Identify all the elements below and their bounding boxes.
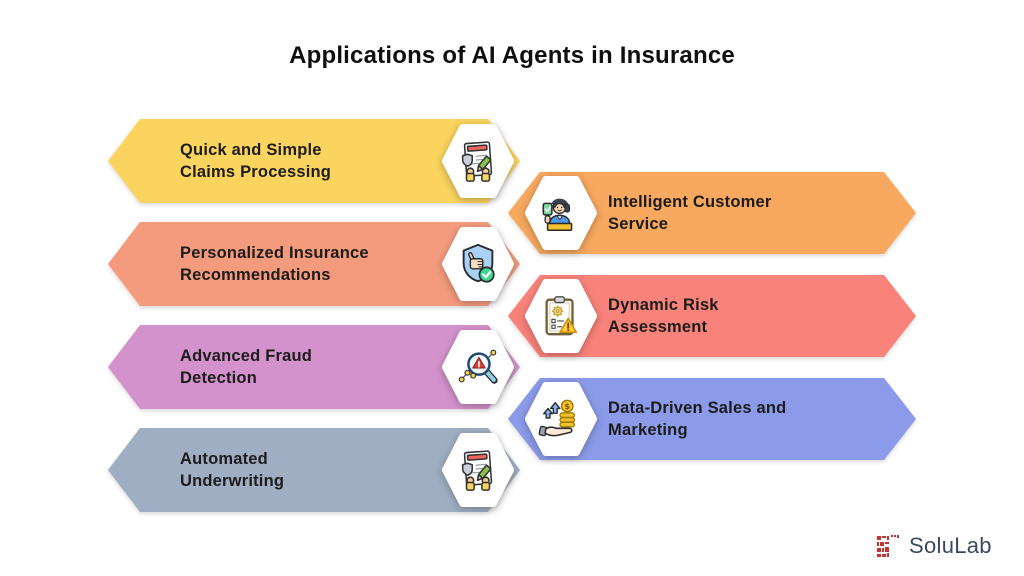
icon-hexagon bbox=[440, 121, 516, 201]
banner-fraud-detection: Advanced Fraud Detection bbox=[108, 325, 520, 409]
banner-personalized-recommendations: Personalized Insurance Recommendations bbox=[108, 222, 520, 306]
icon-hexagon bbox=[440, 430, 516, 510]
banner-label-line2: Detection bbox=[180, 369, 257, 387]
icon-hexagon bbox=[523, 173, 599, 253]
solulab-logo-text: SoluLab bbox=[909, 533, 992, 558]
underwriting-document-icon bbox=[461, 450, 493, 491]
banner-label: Personalized Insurance Recommendations bbox=[180, 242, 369, 286]
icon-hexagon bbox=[440, 327, 516, 407]
risk-clipboard-icon bbox=[545, 296, 578, 336]
fraud-magnifier-icon bbox=[458, 349, 498, 384]
banner-label-line2: Marketing bbox=[608, 421, 688, 439]
banner-label-line2: Recommendations bbox=[180, 266, 331, 284]
banner-label-line1: Automated bbox=[180, 450, 268, 468]
sales-coins-hand-icon: $ bbox=[538, 399, 576, 437]
banner-label-line1: Dynamic Risk bbox=[608, 296, 719, 314]
banner-label-line1: Intelligent Customer bbox=[608, 193, 772, 211]
banner-label-line2: Underwriting bbox=[180, 472, 285, 490]
support-agent-icon bbox=[542, 198, 573, 232]
banner-label: Quick and Simple Claims Processing bbox=[180, 139, 331, 183]
solulab-logo: SoluLab bbox=[876, 533, 992, 559]
banner-label: Data-Driven Sales and Marketing bbox=[608, 397, 786, 441]
banner-label-line2: Assessment bbox=[608, 318, 708, 336]
banner-label-line2: Claims Processing bbox=[180, 163, 332, 181]
banner-label-line2: Service bbox=[608, 215, 669, 233]
banner-automated-underwriting: Automated Underwriting bbox=[108, 428, 520, 512]
shield-thumbs-up-icon bbox=[462, 243, 495, 283]
banner-label: Intelligent Customer Service bbox=[608, 191, 772, 235]
banner-claims-processing: Quick and Simple Claims Processing bbox=[108, 119, 520, 203]
banner-label: Advanced Fraud Detection bbox=[180, 345, 312, 389]
banner-label-line1: Quick and Simple bbox=[180, 141, 322, 159]
icon-hexagon bbox=[440, 224, 516, 304]
claims-document-icon bbox=[461, 141, 493, 182]
solulab-logo-mark-icon bbox=[877, 535, 899, 557]
banner-label-line1: Personalized Insurance bbox=[180, 244, 369, 262]
banner-label-line1: Data-Driven Sales and bbox=[608, 399, 787, 417]
banner-risk-assessment: Dynamic Risk Assessment bbox=[508, 275, 916, 357]
banner-label-line1: Advanced Fraud bbox=[180, 347, 313, 365]
page-title: Applications of AI Agents in Insurance bbox=[289, 42, 735, 69]
banner-sales-marketing: Data-Driven Sales and Marketing $ bbox=[508, 378, 916, 460]
banner-label: Dynamic Risk Assessment bbox=[608, 294, 719, 338]
svg-text:$: $ bbox=[564, 401, 570, 411]
icon-hexagon bbox=[523, 276, 599, 356]
icon-hexagon: $ bbox=[523, 379, 599, 459]
banner-customer-service: Intelligent Customer Service bbox=[508, 172, 916, 254]
banner-label: Automated Underwriting bbox=[180, 448, 284, 492]
